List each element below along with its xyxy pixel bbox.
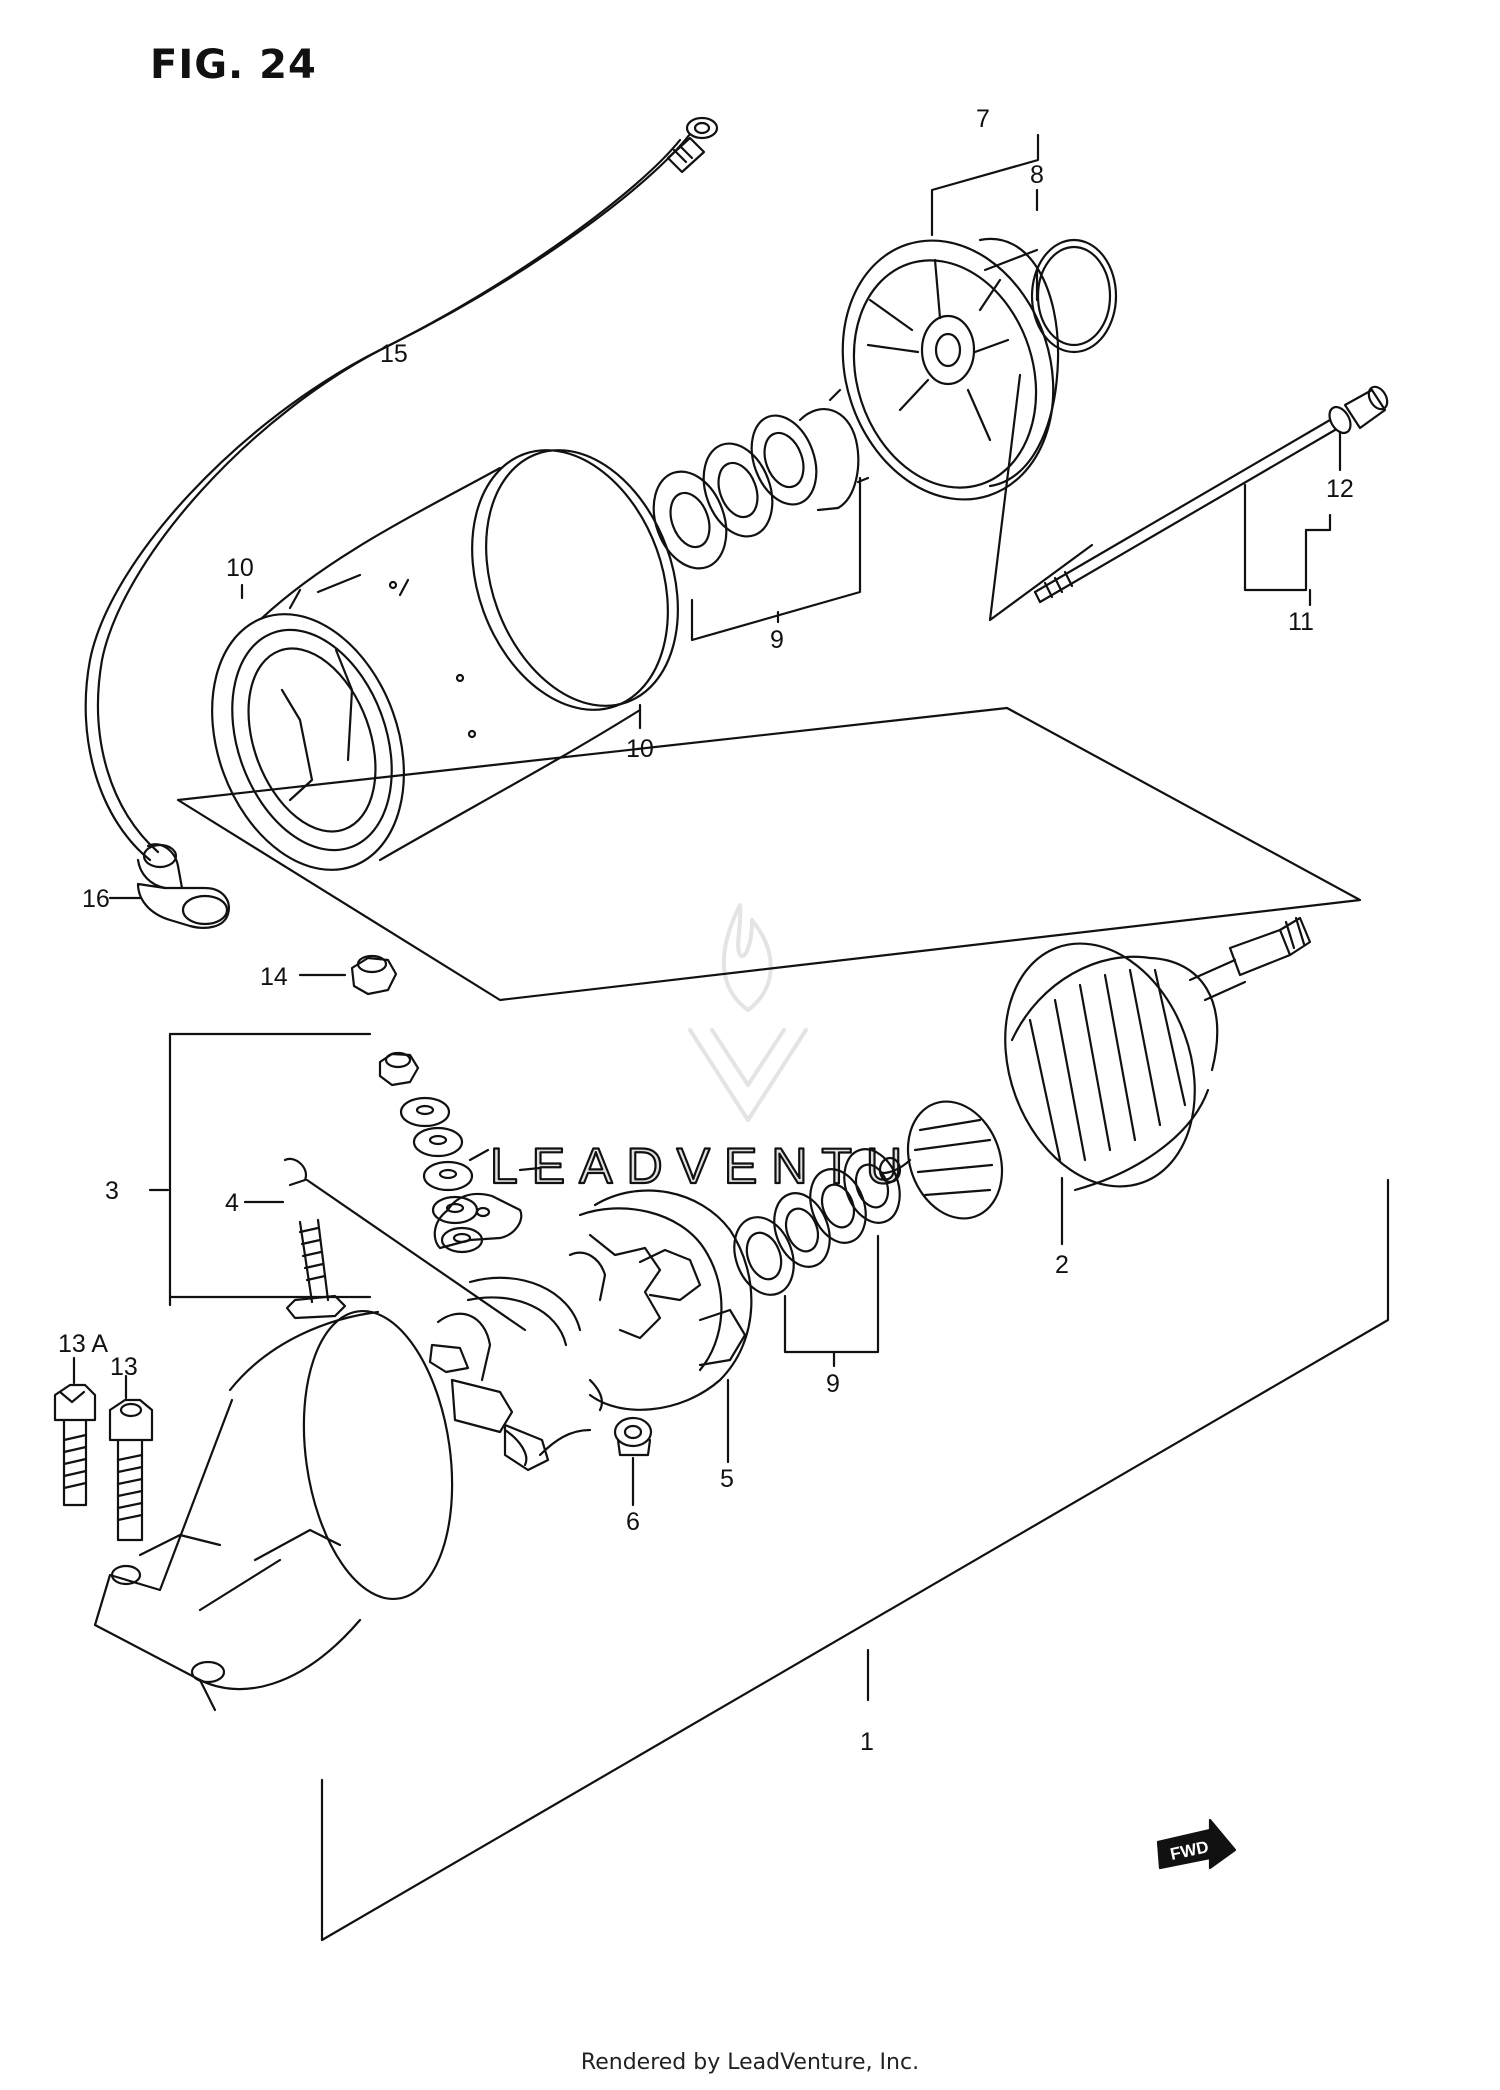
footer-credit: Rendered by LeadVenture, Inc. [580, 2050, 920, 2075]
callout-12: 12 [1326, 475, 1354, 503]
leader-7-lower [988, 373, 1094, 622]
callout-10-right: 10 [626, 735, 654, 763]
leader-8 [983, 188, 1039, 302]
callout-10-left: 10 [226, 554, 254, 582]
callout-11: 11 [1288, 608, 1314, 636]
callout-1: 1 [860, 1728, 874, 1756]
part-13-bolt [108, 1398, 154, 1542]
part-4-terminal-bolt [283, 1157, 347, 1320]
leader-4-diag [305, 1178, 527, 1332]
assembly-boundary-right [320, 1178, 1390, 1942]
assembly-boundary-upper [176, 706, 1362, 1002]
callout-2: 2 [1055, 1251, 1069, 1279]
fwd-arrow-icon [1156, 1818, 1237, 1870]
part-9-washers-upper [652, 388, 870, 570]
figure-title: FIG. 24 [150, 42, 317, 88]
bracket-9-upper [690, 476, 862, 642]
callout-4: 4 [225, 1189, 239, 1217]
callout-7: 7 [976, 105, 990, 133]
bracket-9-lower [783, 1234, 880, 1354]
callout-9-upper: 9 [770, 626, 784, 654]
callout-13: 13 [110, 1353, 138, 1381]
callout-13a: 13 A [58, 1330, 108, 1358]
part-5-brush-holder [428, 1148, 753, 1472]
bracket-3 [168, 1032, 372, 1307]
part-16-rubber-boot [136, 843, 230, 929]
part-15-lead-wire [84, 116, 719, 862]
watermark-text: LEADVENTU [490, 1138, 916, 1194]
part-13a-bolt [53, 1383, 97, 1507]
part-yoke-housing [211, 449, 679, 871]
callout-14: 14 [260, 963, 288, 991]
callout-6: 6 [626, 1508, 640, 1536]
callout-labels: 1 2 3 4 5 6 7 8 9 9 10 10 11 12 13 13 A … [58, 105, 1354, 1864]
callout-5: 5 [720, 1465, 734, 1493]
callout-15: 15 [380, 340, 408, 368]
part-11-through-bolt [1033, 385, 1389, 604]
part-front-housing [93, 1309, 454, 1712]
callout-8: 8 [1030, 161, 1044, 189]
part-3-terminal-washers [378, 1051, 523, 1254]
part-2-armature [878, 916, 1312, 1220]
part-7-end-cover [841, 237, 1118, 501]
callout-3: 3 [105, 1177, 119, 1205]
bracket-7 [930, 133, 1040, 237]
part-9-washers-lower [733, 1148, 901, 1296]
part-6-nut [613, 1416, 653, 1457]
bracket-11-12 [1243, 483, 1332, 592]
watermark-logo-icon [688, 903, 808, 1122]
callout-16: 16 [82, 885, 110, 913]
part-14-nut [350, 954, 398, 996]
callout-9-lower: 9 [826, 1370, 840, 1398]
